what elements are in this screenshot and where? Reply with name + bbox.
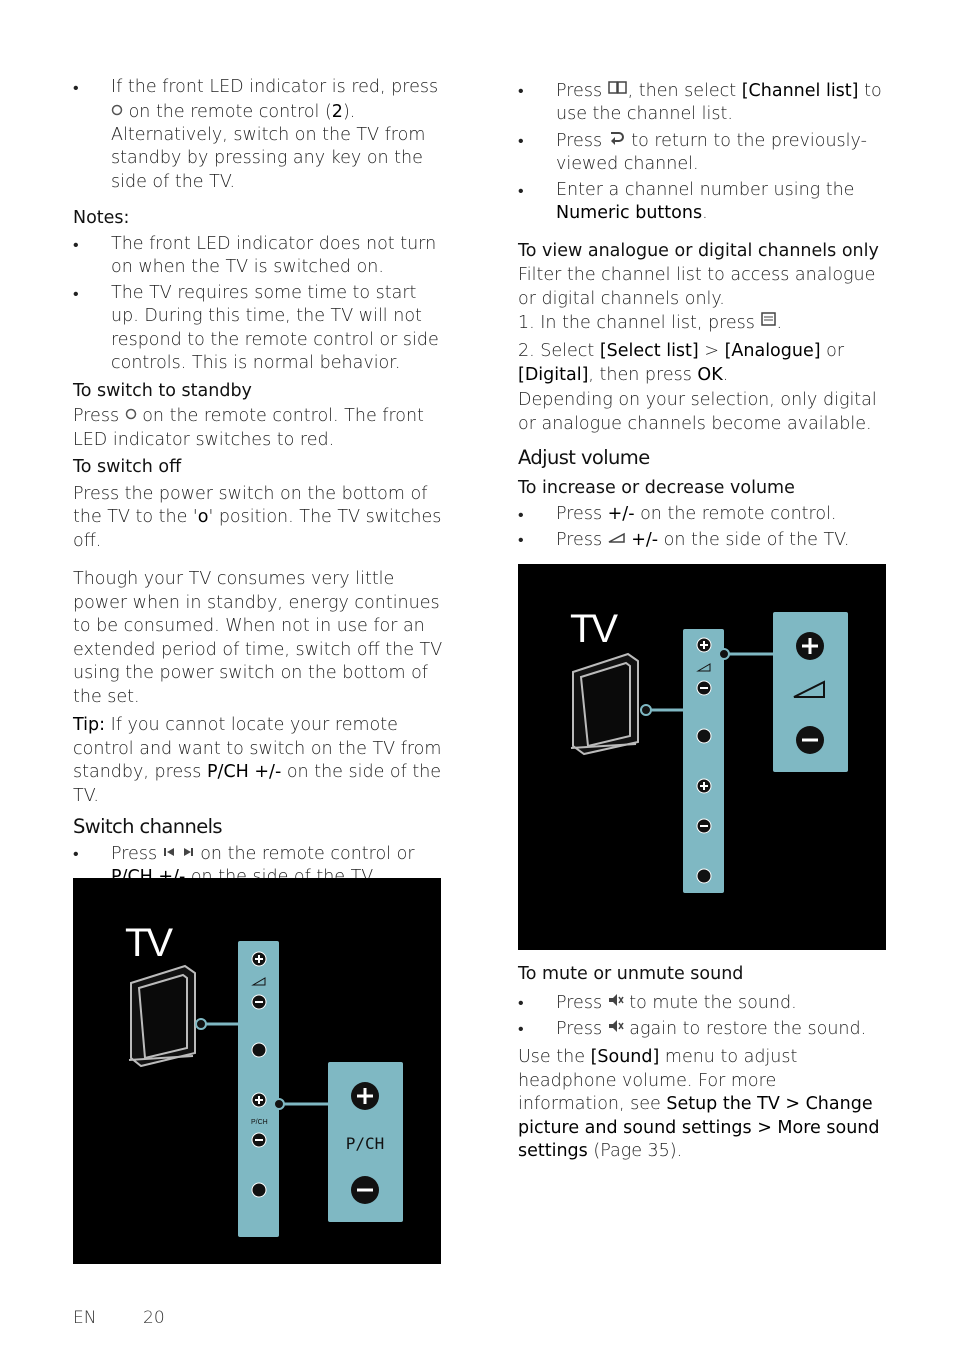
power-note: Though your TV consumes very little powe…	[73, 569, 443, 707]
analogue-result: Depending on your selection, only digita…	[518, 390, 877, 434]
mute-icon	[608, 991, 624, 1015]
tv-side-controls-figure: TV P/CH P/CH	[73, 878, 441, 1264]
tv-logo: TV	[570, 607, 618, 651]
list-item: Press to return to the previously-viewed…	[518, 129, 888, 177]
right-column: Press , then select [Channel list] to us…	[518, 79, 888, 553]
notes-label: Notes:	[73, 208, 130, 229]
prev-next-icon	[163, 842, 195, 866]
tv-illustration-icon	[570, 652, 639, 756]
switch-off-heading: To switch off	[73, 457, 182, 477]
list-item: Enter a channel number using the Numeric…	[518, 179, 888, 226]
page-number: 20	[143, 1308, 165, 1328]
list-item: Press , then select [Channel list] to us…	[518, 79, 888, 127]
pch-label: P/CH	[346, 1134, 385, 1153]
switch-off-text: Press the power switch on the bottom of …	[73, 483, 442, 551]
footer-language: EN	[73, 1308, 97, 1328]
switch-channels-heading: Switch channels	[73, 815, 223, 838]
mute-section: To mute or unmute sound Press to mute th…	[518, 963, 888, 1164]
sound-menu-text: Use the [Sound] menu to adjust headphone…	[518, 1047, 880, 1161]
standby-heading: To switch to standby	[73, 380, 252, 401]
mute-icon	[608, 1017, 624, 1041]
volume-subheading: To increase or decrease volume	[518, 478, 795, 499]
list-item: Press +/- on the side of the TV.	[518, 528, 888, 552]
pch-small-label: P/CH	[251, 1119, 268, 1126]
standby-text: Press on the remote control. The front L…	[73, 404, 424, 450]
options-icon	[760, 311, 777, 335]
mute-heading: To mute or unmute sound	[518, 964, 744, 984]
analogue-text: Filter the channel list to access analog…	[518, 265, 876, 309]
left-column: If the front LED indicator is red, press…	[73, 70, 443, 890]
book-icon	[607, 79, 628, 103]
list-item: Press to mute the sound.	[518, 991, 888, 1015]
list-item: If the front LED indicator is red, press…	[73, 76, 443, 194]
tv-logo: TV	[125, 921, 173, 965]
tv-volume-controls-figure: TV	[518, 564, 886, 950]
list-item: The TV requires some time to start up. D…	[73, 282, 443, 376]
adjust-volume-heading: Adjust volume	[518, 446, 650, 470]
analogue-step-1: 1. In the channel list, press .	[518, 311, 783, 335]
tip-text: Tip: If you cannot locate your remote co…	[73, 715, 442, 806]
list-item: The front LED indicator does not turn on…	[73, 233, 443, 280]
list-item: Press again to restore the sound.	[518, 1017, 888, 1041]
standby-icon	[111, 100, 123, 124]
analogue-step-2: 2. Select [Select list] > [Analogue] or …	[518, 341, 845, 385]
tv-illustration-icon	[128, 964, 196, 1068]
list-item: Press +/- on the remote control.	[518, 503, 888, 527]
analogue-heading: To view analogue or digital channels onl…	[518, 240, 879, 261]
back-arrow-icon	[608, 129, 626, 153]
volume-ramp-icon	[608, 528, 626, 552]
standby-icon	[125, 404, 137, 428]
